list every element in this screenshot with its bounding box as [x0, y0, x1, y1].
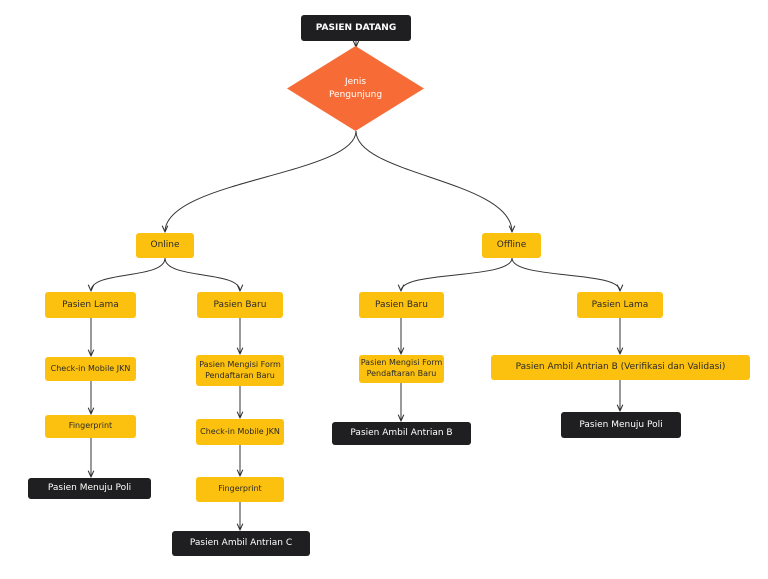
- online-lama-end-node: Pasien Menuju Poli: [28, 478, 151, 499]
- online-pasien-lama-node: Pasien Lama: [45, 292, 136, 318]
- connector-offline-to-baru: [401, 257, 513, 291]
- decision-diamond-shape: [287, 46, 424, 131]
- offline-pasien-lama-node: Pasien Lama: [577, 292, 663, 318]
- offline-baru-end-node: Pasien Ambil Antrian B: [332, 422, 471, 445]
- connector-online-to-lama: [91, 257, 166, 291]
- connector-decision-to-offline: [355, 130, 512, 232]
- online-node: Online: [136, 233, 194, 258]
- online-baru-checkin-node: Check-in Mobile JKN: [196, 419, 284, 445]
- online-baru-fingerprint-node: Fingerprint: [196, 477, 284, 502]
- offline-lama-antrian-node: Pasien Ambil Antrian B (Verifikasi dan V…: [491, 355, 750, 380]
- online-pasien-baru-node: Pasien Baru: [197, 292, 283, 318]
- offline-lama-end-node: Pasien Menuju Poli: [561, 412, 681, 438]
- offline-baru-form-node: Pasien Mengisi Form Pendaftaran Baru: [359, 355, 444, 383]
- online-baru-form-node: Pasien Mengisi Form Pendaftaran Baru: [196, 355, 284, 386]
- decision-label: Jenis Pengunjung: [328, 77, 383, 100]
- offline-pasien-baru-node: Pasien Baru: [359, 292, 444, 318]
- online-lama-fingerprint-node: Fingerprint: [45, 415, 136, 438]
- connector-online-to-baru: [164, 257, 240, 291]
- connector-offline-to-lama: [511, 257, 620, 291]
- offline-node: Offline: [482, 233, 541, 258]
- online-baru-end-node: Pasien Ambil Antrian C: [172, 531, 310, 556]
- start-node: PASIEN DATANG: [301, 15, 411, 41]
- decision-node: Jenis Pengunjung: [287, 46, 424, 131]
- connector-decision-to-online: [165, 130, 357, 232]
- online-lama-checkin-node: Check-in Mobile JKN: [45, 357, 136, 381]
